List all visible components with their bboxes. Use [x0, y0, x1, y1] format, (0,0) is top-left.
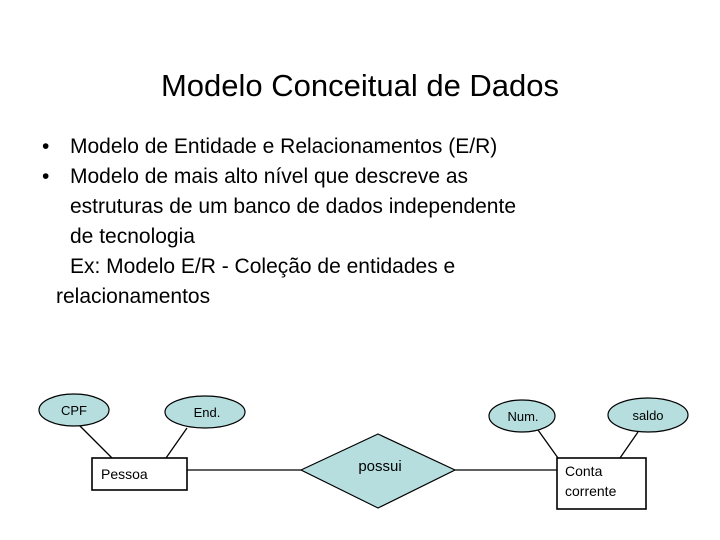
er-attribute-label: CPF — [61, 403, 87, 418]
er-entity-label-line: corrente — [565, 483, 617, 499]
er-entity-pessoa[interactable]: Pessoa — [91, 457, 188, 491]
er-link-saldo-conta — [619, 431, 639, 459]
er-relationship-label: possui — [358, 458, 401, 475]
er-attribute-end[interactable]: End. — [164, 395, 246, 429]
diamond-shape — [299, 433, 457, 509]
er-entity-conta-corrente[interactable]: Conta corrente — [556, 457, 647, 510]
er-link-end-pessoa — [165, 427, 188, 459]
er-attribute-label: End. — [194, 405, 221, 420]
example-note-line: relacionamentos — [56, 285, 211, 308]
list-item-line: de tecnologia — [70, 225, 195, 248]
rect-shape — [556, 457, 647, 510]
er-diagram: CPF End. Num. saldo possui — [0, 370, 720, 540]
bullet-icon: • — [42, 165, 50, 188]
er-relationship-possui[interactable]: possui — [299, 433, 457, 509]
er-attribute-label: Num. — [507, 409, 538, 424]
er-diagram-svg: CPF End. Num. saldo possui — [38, 393, 689, 510]
ellipse-shape — [488, 399, 556, 433]
er-entity-label: Pessoa — [101, 466, 148, 482]
er-attribute-num[interactable]: Num. — [488, 399, 556, 433]
ellipse-shape — [38, 393, 110, 427]
er-entity-label-line: Conta — [565, 463, 603, 479]
list-item-line: Modelo de mais alto nível que descreve a… — [70, 165, 469, 188]
example-note-line: Ex: Modelo E/R - Coleção de entidades e — [70, 255, 456, 278]
er-link-num-conta — [537, 429, 559, 459]
er-attribute-saldo[interactable]: saldo — [607, 397, 689, 433]
list-item-line: estruturas de um banco de dados independ… — [70, 195, 516, 218]
er-link-cpf-pessoa — [77, 423, 113, 459]
list-item: • Modelo de mais alto nível que descreve… — [26, 162, 694, 252]
er-attribute-label: saldo — [632, 408, 663, 423]
body-text-block: • Modelo de Entidade e Relacionamentos (… — [26, 132, 694, 312]
bullet-icon: • — [42, 135, 50, 158]
ellipse-shape — [164, 395, 246, 429]
list-item: • Modelo de Entidade e Relacionamentos (… — [26, 132, 694, 162]
er-attribute-cpf[interactable]: CPF — [38, 393, 110, 427]
example-note: Ex: Modelo E/R - Coleção de entidades e … — [26, 252, 694, 312]
list-item-line: Modelo de Entidade e Relacionamentos (E/… — [70, 135, 498, 158]
page-title: Modelo Conceitual de Dados — [160, 67, 560, 103]
ellipse-shape — [607, 397, 689, 433]
rect-shape — [91, 457, 188, 491]
